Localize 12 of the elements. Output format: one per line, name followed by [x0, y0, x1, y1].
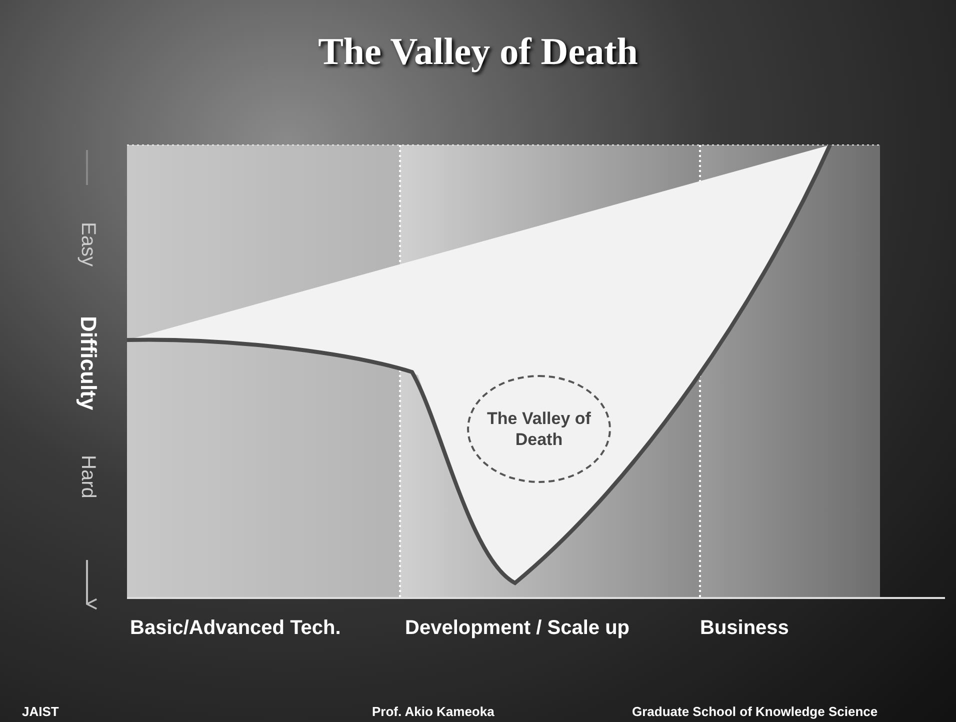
footer-text: Prof. Akio Kameoka — [372, 704, 494, 719]
dashed-circle — [467, 375, 611, 483]
phase-label: Basic/Advanced Tech. — [130, 617, 341, 640]
axis-label: Hard — [76, 455, 99, 498]
axis-label: Easy — [76, 222, 99, 266]
callout-text: The Valley of Death — [486, 408, 592, 450]
phase-label: Development / Scale up — [405, 617, 630, 640]
axis-title: Difficulty — [75, 316, 101, 410]
phase-label: Business — [700, 617, 789, 640]
footer-text: Graduate School of Knowledge Science — [632, 704, 878, 719]
footer-text: JAIST — [22, 704, 59, 719]
slide-title: The Valley of Death — [317, 30, 639, 74]
